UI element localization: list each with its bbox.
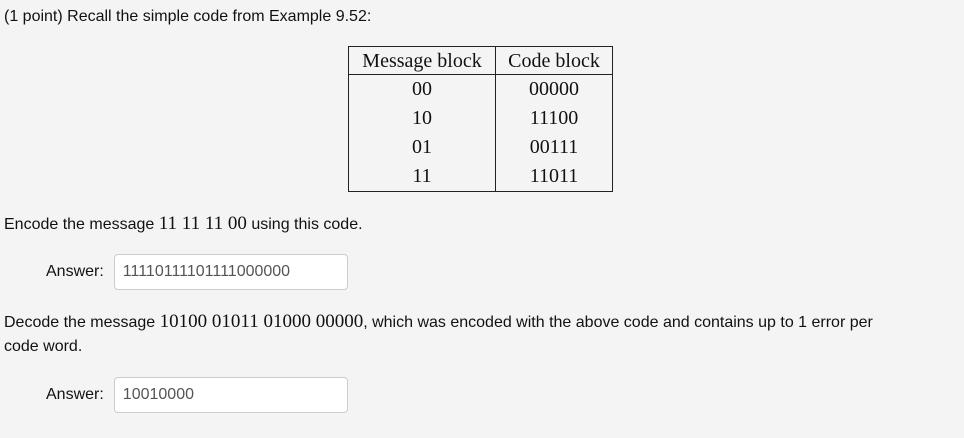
header-code-block: Code block	[495, 46, 613, 75]
encode-answer-row: Answer:	[46, 254, 348, 290]
encode-answer-label: Answer:	[46, 263, 104, 280]
table-header-row: Message block Code block	[348, 46, 613, 75]
decode-question: Decode the message 10100 01011 01000 000…	[4, 312, 873, 333]
code-cell: 11011	[529, 165, 579, 187]
encode-answer-input[interactable]	[113, 254, 348, 290]
decode-suffix: , which was encoded with the above code …	[363, 314, 873, 331]
code-cell: 11100	[529, 107, 579, 129]
decode-question-continuation: code word.	[4, 338, 83, 355]
decode-message: 10100 01011 01000 00000	[159, 311, 364, 332]
table-row: 00 00000	[348, 74, 613, 104]
code-table: Message block Code block 00 00000 10 111…	[348, 46, 613, 192]
table-row: 11 11011	[348, 162, 613, 192]
header-message-block: Message block	[348, 46, 496, 75]
decode-answer-input[interactable]	[113, 377, 348, 413]
message-cell: 01	[348, 133, 496, 162]
problem-intro: (1 point) Recall the simple code from Ex…	[4, 8, 372, 25]
message-cell: 00	[348, 74, 496, 104]
table-row: 10 11100	[348, 104, 613, 133]
encode-prefix: Encode the message	[4, 216, 159, 233]
code-cell: 00111	[529, 136, 579, 158]
table-row: 01 00111	[348, 133, 613, 162]
code-cell: 00000	[529, 78, 579, 100]
message-cell: 11	[348, 162, 496, 192]
decode-answer-row: Answer:	[46, 377, 348, 413]
encode-message: 11 11 11 00	[158, 213, 247, 234]
encode-question: Encode the message 11 11 11 00 using thi…	[4, 214, 363, 235]
decode-prefix: Decode the message	[4, 314, 160, 331]
message-cell: 10	[348, 104, 496, 133]
encode-suffix: using this code.	[246, 216, 363, 233]
decode-answer-label: Answer:	[46, 386, 104, 403]
